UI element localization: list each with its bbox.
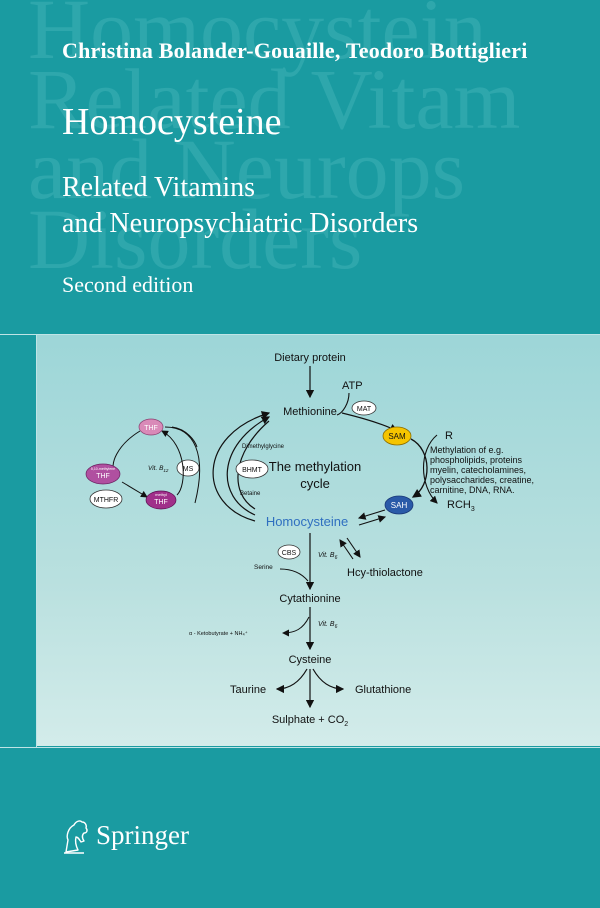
arrow-cysteine-to-glutathione	[312, 668, 345, 694]
label-cbs: CBS	[282, 550, 297, 557]
label-methyl-thf: THF	[154, 499, 168, 506]
label-ms: MS	[183, 466, 194, 473]
label-homocysteine: Homocysteine	[266, 514, 348, 529]
label-mthfr: MTHFR	[94, 497, 119, 504]
label-methyl-small: methyl	[155, 492, 167, 497]
label-taurine: Taurine	[230, 684, 266, 696]
arrow-ketobutyrate	[282, 616, 310, 637]
arrow-serine	[279, 568, 309, 582]
watermark-line: Disorders	[28, 191, 363, 287]
arrow-atp	[336, 392, 350, 416]
label-thf: THF	[144, 425, 158, 432]
node-methyl-thf	[145, 490, 177, 510]
label-methionine: Methionine	[283, 406, 337, 418]
label-vit-b6-2: Vit. B6	[318, 621, 338, 630]
label-ketobutyrate: α - Ketobutyrate + NH₄⁺	[189, 630, 248, 637]
node-methylene-thf	[85, 463, 121, 485]
label-sah: SAH	[391, 501, 408, 510]
folate-arc-left	[108, 430, 141, 474]
arrow-sam-to-sah	[410, 438, 428, 498]
arrow-bhmt-remethylation	[226, 416, 271, 516]
label-mat: MAT	[357, 406, 372, 413]
background-watermark-text: Homocystein Related Vitam and Neurops Di…	[28, 0, 521, 287]
label-betaine: Betaine	[240, 491, 261, 497]
label-r: R	[445, 430, 453, 442]
arrow-mthfr	[121, 481, 148, 498]
methylation-note: Methylation of e.g. phospholipids, prote…	[430, 445, 537, 495]
label-vit-b6: Vit. B6	[318, 552, 338, 561]
label-cysteine: Cysteine	[289, 654, 332, 666]
publisher-name: Springer	[96, 820, 189, 850]
divider-top	[0, 334, 600, 335]
label-methylene-small: 5,10-methylene	[91, 467, 115, 471]
book-title: Homocysteine	[62, 101, 282, 143]
node-sam	[382, 426, 412, 446]
label-dimethylglycine: Dimethylglycine	[242, 444, 285, 450]
enzyme-mthfr	[89, 489, 123, 509]
node-thf	[138, 418, 164, 436]
arrow-methyl-thf-to-thf	[161, 430, 184, 496]
enzyme-mat	[351, 400, 377, 416]
divider-bottom	[0, 747, 600, 748]
label-vit-b12: Vit. B12	[148, 465, 169, 473]
arrow-to-thiolactone	[346, 537, 361, 558]
arrow-homocysteine-to-sah	[358, 515, 387, 526]
watermark-line: and Neurops	[28, 121, 466, 217]
label-sam: SAM	[388, 432, 406, 441]
arrow-r-to-rch3	[422, 434, 438, 504]
watermark-line: Homocystein	[28, 0, 487, 77]
label-bhmt: BHMT	[242, 467, 263, 474]
enzyme-bhmt	[235, 459, 269, 479]
folate-arc-right	[164, 426, 201, 504]
label-serine: Serine	[254, 564, 273, 571]
subtitle-line-2: and Neuropsychiatric Disorders	[62, 208, 419, 239]
folate-arc-top	[171, 426, 198, 448]
label-dietary-protein: Dietary protein	[274, 352, 346, 364]
arrow-cysteine-to-taurine	[275, 668, 308, 694]
label-methylene-thf: THF	[96, 473, 110, 480]
label-cystathionine: Cytathionine	[279, 593, 340, 605]
edition: Second edition	[62, 272, 194, 297]
divider-left	[36, 334, 37, 748]
label-methylation-cycle-2: cycle	[300, 476, 330, 491]
node-sah	[384, 495, 414, 515]
label-atp: ATP	[342, 380, 363, 392]
label-sulphate: Sulphate + CO2	[272, 714, 348, 728]
watermark-line: Related Vitam	[28, 51, 521, 147]
springer-horse-icon	[64, 820, 88, 854]
label-rch3: RCH3	[447, 499, 475, 513]
authors: Christina Bolander-Gouaille, Teodoro Bot…	[62, 38, 528, 63]
book-subtitle: Related Vitamins and Neuropsychiatric Di…	[62, 170, 418, 242]
enzyme-cbs	[277, 544, 301, 560]
label-methylation-cycle-1: The methylation	[269, 459, 362, 474]
label-glutathione: Glutathione	[355, 684, 411, 696]
diagram-panel: Dietary protein ATP Methionine MAT SAM R…	[37, 335, 600, 746]
arrow-ms-remethylation	[212, 411, 271, 522]
label-hcy-thiolactone: Hcy-thiolactone	[347, 567, 423, 579]
arrow-sah-to-homocysteine	[357, 509, 386, 520]
subtitle-line-1: Related Vitamins	[62, 172, 255, 203]
arrow-from-thiolactone	[339, 539, 354, 560]
methylation-cycle-diagram: Dietary protein ATP Methionine MAT SAM R…	[85, 352, 537, 728]
